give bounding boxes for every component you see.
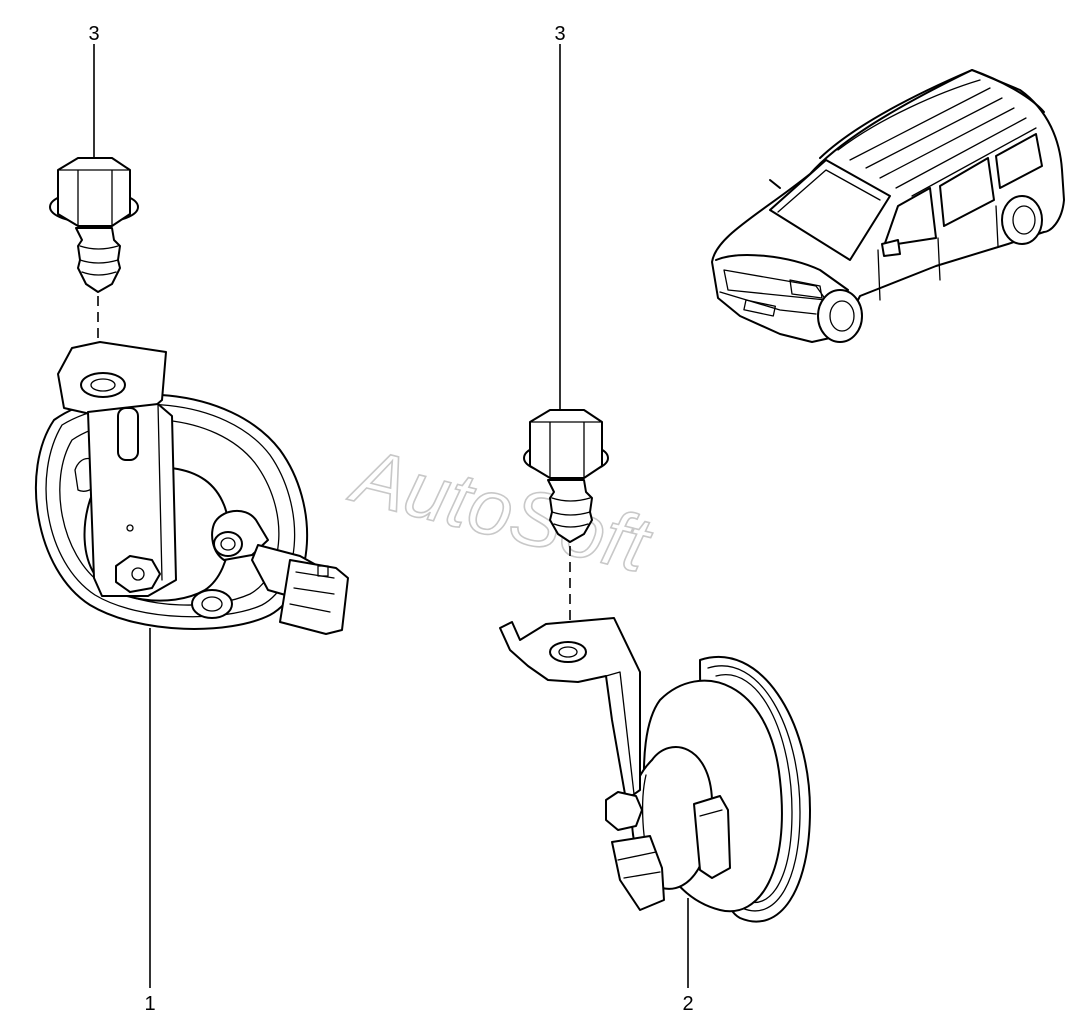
callout-label-bolt-left: 3 [88, 23, 99, 45]
watermark: AutoSoft [341, 429, 661, 590]
bolt-left-icon [49, 157, 139, 293]
bolt-right-icon [523, 409, 609, 543]
callout-label-horn-left: 1 [144, 993, 155, 1015]
callout-label-horn-right: 2 [682, 993, 693, 1015]
horn-right-icon [499, 617, 811, 923]
horn-left-icon [34, 341, 349, 635]
watermark-text: AutoSoft [342, 430, 661, 590]
vehicle-icon [711, 69, 1065, 343]
callout-label-bolt-right: 3 [554, 23, 565, 45]
